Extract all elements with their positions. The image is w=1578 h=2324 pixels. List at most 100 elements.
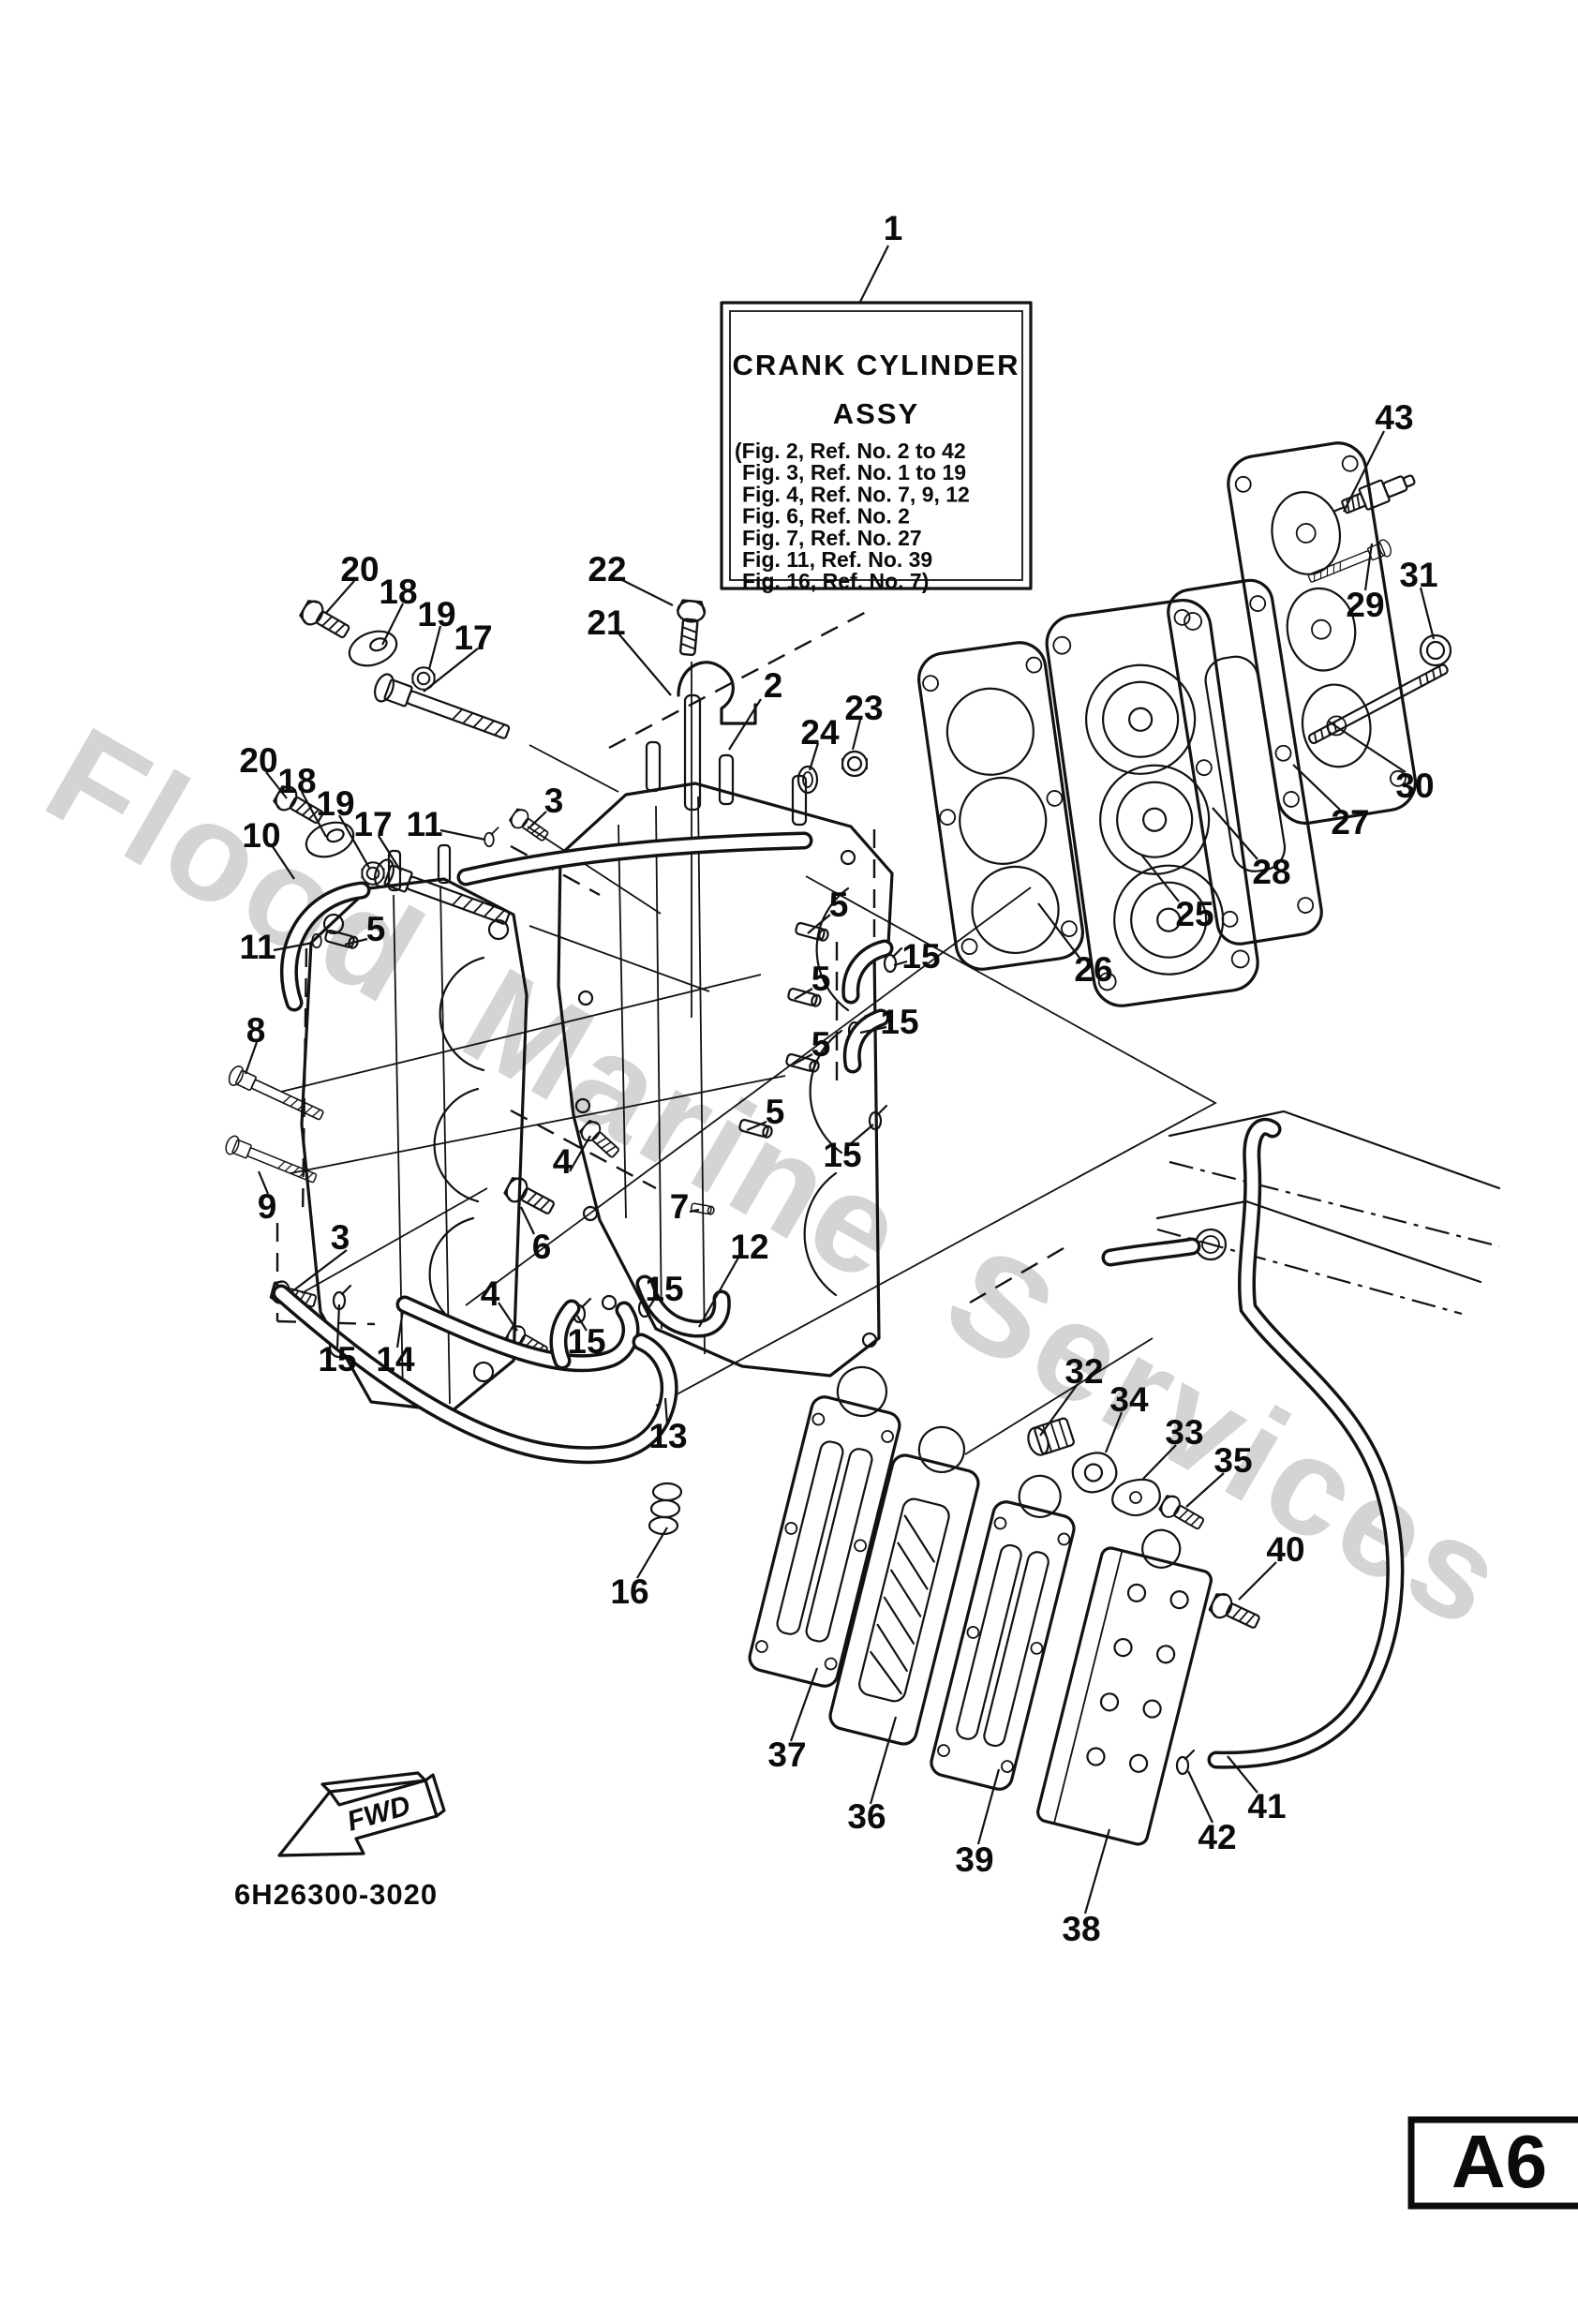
callout-34: 34 [1109,1380,1149,1419]
anode-33 [1111,1478,1161,1517]
callout-3: 3 [331,1218,350,1257]
leader-line [848,1124,874,1146]
callout-30: 30 [1395,767,1434,805]
callout-11: 11 [239,928,275,966]
callout-27: 27 [1331,803,1369,842]
cylinder-head [1045,598,1259,1007]
callout-19: 19 [417,595,455,633]
callout-40: 40 [1266,1530,1304,1569]
callout-12: 12 [730,1228,768,1266]
callout-39: 39 [955,1840,993,1879]
drawing-code: 6H26300-3020 [234,1878,438,1911]
leader-line [807,914,831,934]
page-ref-box: A6 [1407,2116,1578,2210]
assy-fig-line: Fig. 4, Ref. No. 7, 9, 12 [742,482,970,506]
callout-31: 31 [1399,556,1437,594]
clip-15 [332,1284,352,1311]
callout-16: 16 [610,1572,648,1611]
callout-26: 26 [1074,950,1112,989]
leader-line [529,811,547,827]
callout-box: CRANK CYLINDER ASSY (Fig. 2, Ref. No. 2 … [720,301,1033,593]
flange-nut [1419,633,1452,667]
callout-15: 15 [645,1270,683,1308]
leader-line [335,1304,341,1348]
bolt-40 [1206,1589,1264,1635]
reed-gasket-inner-39 [930,1474,1076,1791]
callout-36: 36 [847,1797,886,1836]
leader-line [1328,721,1407,773]
leader-line [378,835,402,872]
bolt-20a [297,596,354,645]
callout-1: 1 [884,209,903,247]
callout-41: 41 [1247,1787,1286,1825]
reed-valve-36 [828,1425,980,1746]
leader-line [1363,543,1374,591]
leader-line [746,1120,767,1132]
callout-35: 35 [1213,1441,1252,1480]
callout-4: 4 [481,1274,500,1313]
leader-line [271,844,295,880]
callout-17: 17 [353,805,392,843]
callout-5: 5 [811,1025,831,1064]
leader-line [1212,807,1258,860]
dowel-pin [794,921,830,943]
leader-line [265,771,288,799]
deck-corner [1101,1110,1501,1284]
leader-line [1083,1828,1111,1914]
callout-15: 15 [823,1136,861,1174]
assy-fig-line: Fig. 7, Ref. No. 27 [742,526,922,550]
leader-line [1140,854,1180,902]
blind-plug-23 [841,750,869,778]
assy-title-line2: ASSY [833,397,919,430]
leader-line [325,580,355,614]
callout-28: 28 [1252,853,1290,891]
head-gasket [917,641,1084,971]
callout-20: 20 [340,550,379,588]
leader-line [794,988,813,1000]
assy-fig-line: Fig. 16, Ref. No. 7) [742,569,929,593]
callout-22: 22 [588,550,626,588]
callout-11: 11 [406,805,442,843]
callout-19: 19 [316,784,354,823]
leader-line [792,1053,813,1065]
reed-plate-38 [1036,1528,1213,1846]
grommet-11 [484,827,499,848]
leader-line [689,1208,700,1214]
assy-fig-line: Fig. 3, Ref. No. 1 to 19 [742,460,966,484]
callout-21: 21 [587,603,625,642]
leader-line [1238,1561,1277,1601]
callout-18: 18 [379,573,417,611]
hoses [272,831,1405,1769]
callout-5: 5 [829,886,849,924]
leader-line [301,791,327,838]
clamp-bolt [673,598,707,657]
leader-line [808,742,820,771]
leader-line [851,719,862,751]
callout-5: 5 [366,910,386,948]
leader-line [859,245,889,303]
callout-3: 3 [544,782,564,820]
callout-6: 6 [532,1228,552,1266]
head-cover [1227,441,1417,826]
callout-38: 38 [1062,1910,1100,1948]
callout-25: 25 [1175,895,1213,933]
gasket-34 [1071,1452,1118,1494]
callout-15: 15 [318,1340,356,1378]
fwd-arrow: FWD [277,1771,446,1857]
callout-42: 42 [1198,1818,1236,1856]
callout-2: 2 [764,666,783,705]
oring-24 [796,765,819,795]
leader-line [1419,587,1436,640]
leader-line [1037,902,1080,959]
leader-line [423,648,479,693]
assy-fig-line: Fig. 11, Ref. No. 39 [742,547,932,572]
leader-line [569,1135,591,1172]
callout-37: 37 [767,1736,806,1774]
callout-8: 8 [246,1011,266,1050]
reed-gasket-outer-37 [748,1365,901,1688]
callout-9: 9 [258,1187,277,1226]
